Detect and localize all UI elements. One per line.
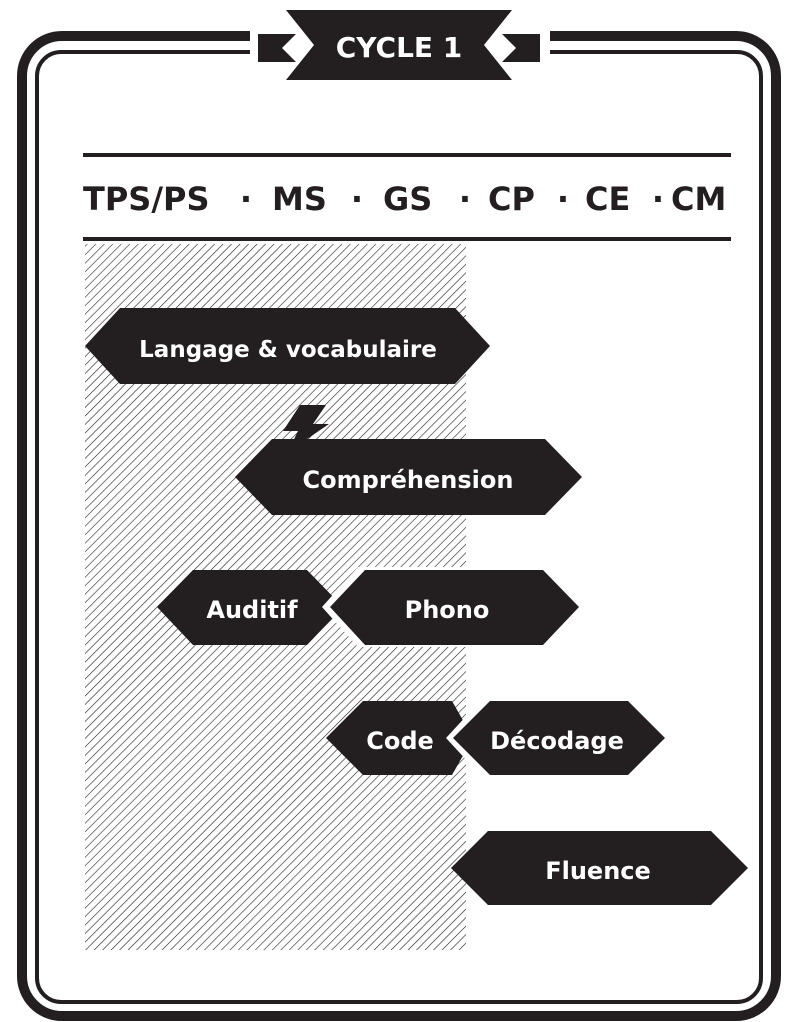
level-separator: · (652, 180, 664, 218)
title-banner: CYCLE 1 (250, 10, 550, 90)
skill-langage: Langage & vocabulaire (85, 308, 490, 384)
level-cp: CP (488, 180, 535, 218)
skill-phono-label: Phono (405, 596, 490, 624)
level-cm: CM (671, 180, 726, 218)
skill-fluence: Fluence (451, 831, 748, 905)
skill-decodage-label: Décodage (490, 727, 624, 755)
skill-comprehension-label: Compréhension (303, 466, 514, 494)
level-separator: · (557, 180, 569, 218)
skill-auditif-label: Auditif (206, 596, 298, 624)
level-tps-ps: TPS/PS (83, 180, 210, 218)
level-separator: · (459, 180, 471, 218)
skill-auditif: Auditif (157, 570, 343, 645)
level-gs: GS (383, 180, 432, 218)
level-row: TPS/PS · MS · GS · CP · CE · CM (83, 180, 726, 218)
level-separator: · (351, 180, 363, 218)
banner-title: CYCLE 1 (336, 31, 463, 64)
skill-phono: Phono (322, 567, 580, 647)
skill-decodage: Décodage (446, 698, 667, 778)
skill-comprehension: Compréhension (235, 439, 582, 515)
level-separator: · (240, 180, 252, 218)
skill-code: Code (326, 701, 473, 775)
level-ms: MS (272, 180, 327, 218)
skill-code-label: Code (366, 727, 434, 755)
skill-langage-label: Langage & vocabulaire (139, 337, 437, 363)
level-ce: CE (585, 180, 630, 218)
skill-fluence-label: Fluence (545, 857, 651, 885)
